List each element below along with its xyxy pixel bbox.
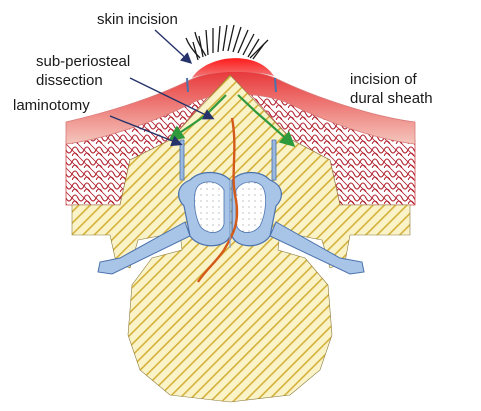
label-incision-dural-line1: incision of <box>350 71 418 88</box>
label-sub-periosteal-line2: dissection <box>36 72 103 89</box>
label-skin-incision: skin incision <box>97 11 178 28</box>
left-dissection-line <box>168 94 227 141</box>
label-sub-periosteal-line1: sub-periosteal <box>36 53 130 70</box>
label-laminotomy: laminotomy <box>13 97 90 114</box>
sub-periosteal-arrow <box>129 77 215 120</box>
right-dissection-line <box>237 94 296 147</box>
label-incision-dural-line2: dural sheath <box>350 90 433 107</box>
left-skin-cut-line <box>186 77 189 93</box>
laminotomy-arrow <box>109 115 183 147</box>
hair-marks <box>185 24 269 61</box>
skin-incision-arrow <box>154 29 193 64</box>
left-lamina-wall <box>179 139 185 181</box>
right-skin-cut-line <box>274 77 277 93</box>
skin-incision-bump <box>192 58 274 78</box>
orange-nerve-path <box>196 117 239 283</box>
left-dural-core <box>194 181 225 233</box>
right-lamina-wall <box>271 139 277 181</box>
right-dural-core <box>235 181 266 233</box>
